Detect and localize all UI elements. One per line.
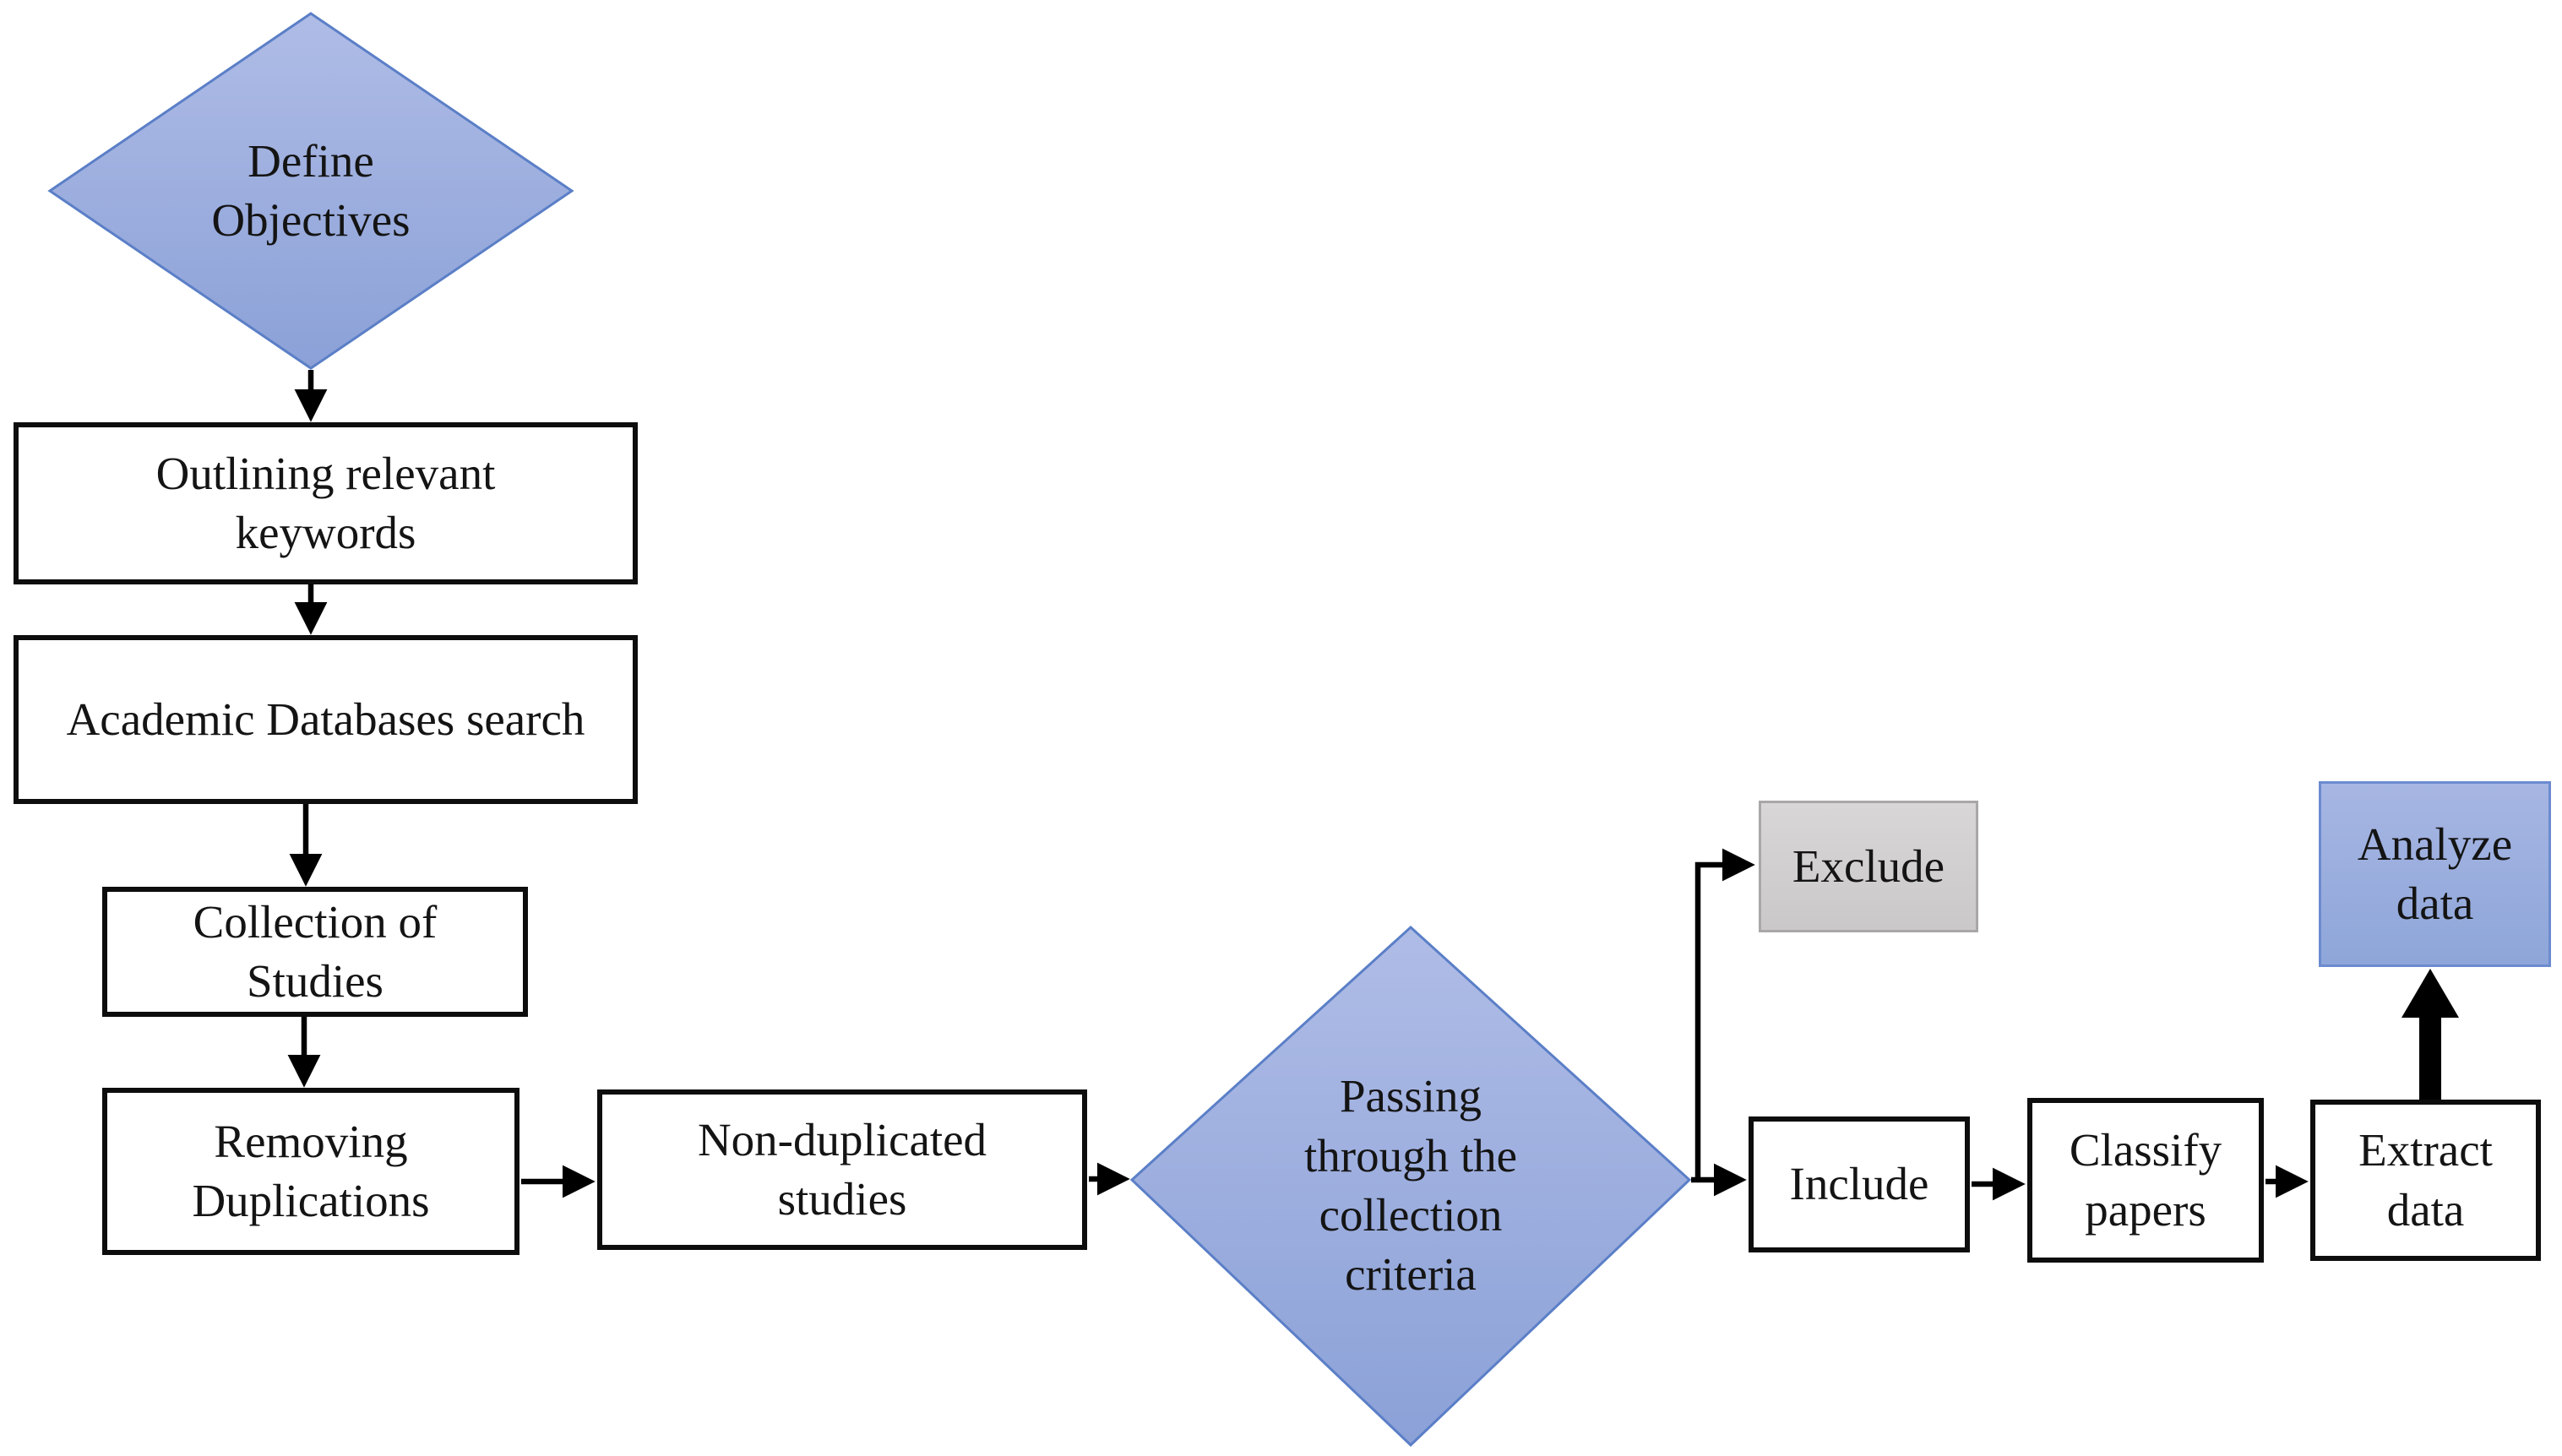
node-outlining-keywords: Outlining relevant keywords [14, 422, 638, 584]
node-exclude: Exclude [1759, 801, 1978, 932]
node-exclude-label: Exclude [1792, 839, 1945, 892]
node-extract-data-label: Extract data [2358, 1124, 2493, 1236]
node-define-objectives-label: Define Objectives [211, 134, 411, 246]
node-analyze-data: Analyze data [2319, 781, 2551, 967]
node-collection-studies: Collection of Studies [102, 887, 528, 1017]
node-non-duplicated-label: Non-duplicated studies [697, 1113, 987, 1225]
node-include-label: Include [1789, 1158, 1929, 1210]
node-classify-papers-label: Classify papers [2069, 1124, 2222, 1236]
node-removing-duplications: Removing Duplications [102, 1088, 519, 1255]
node-outlining-keywords-label: Outlining relevant keywords [155, 447, 496, 558]
node-non-duplicated: Non-duplicated studies [597, 1089, 1087, 1250]
node-academic-search-label: Academic Databases search [66, 693, 585, 745]
node-passing-criteria: Passing through the collection criteria [1242, 1056, 1580, 1316]
node-removing-duplications-label: Removing Duplications [192, 1115, 430, 1226]
node-analyze-data-label: Analyze data [2357, 818, 2513, 929]
node-collection-studies-label: Collection of Studies [193, 895, 438, 1007]
node-classify-papers: Classify papers [2027, 1098, 2264, 1263]
node-include: Include [1749, 1116, 1970, 1252]
node-passing-criteria-label: Passing through the collection criteria [1303, 1070, 1518, 1301]
node-define-objectives: Define Objectives [142, 93, 480, 289]
node-academic-search: Academic Databases search [14, 635, 638, 804]
node-extract-data: Extract data [2310, 1100, 2541, 1261]
